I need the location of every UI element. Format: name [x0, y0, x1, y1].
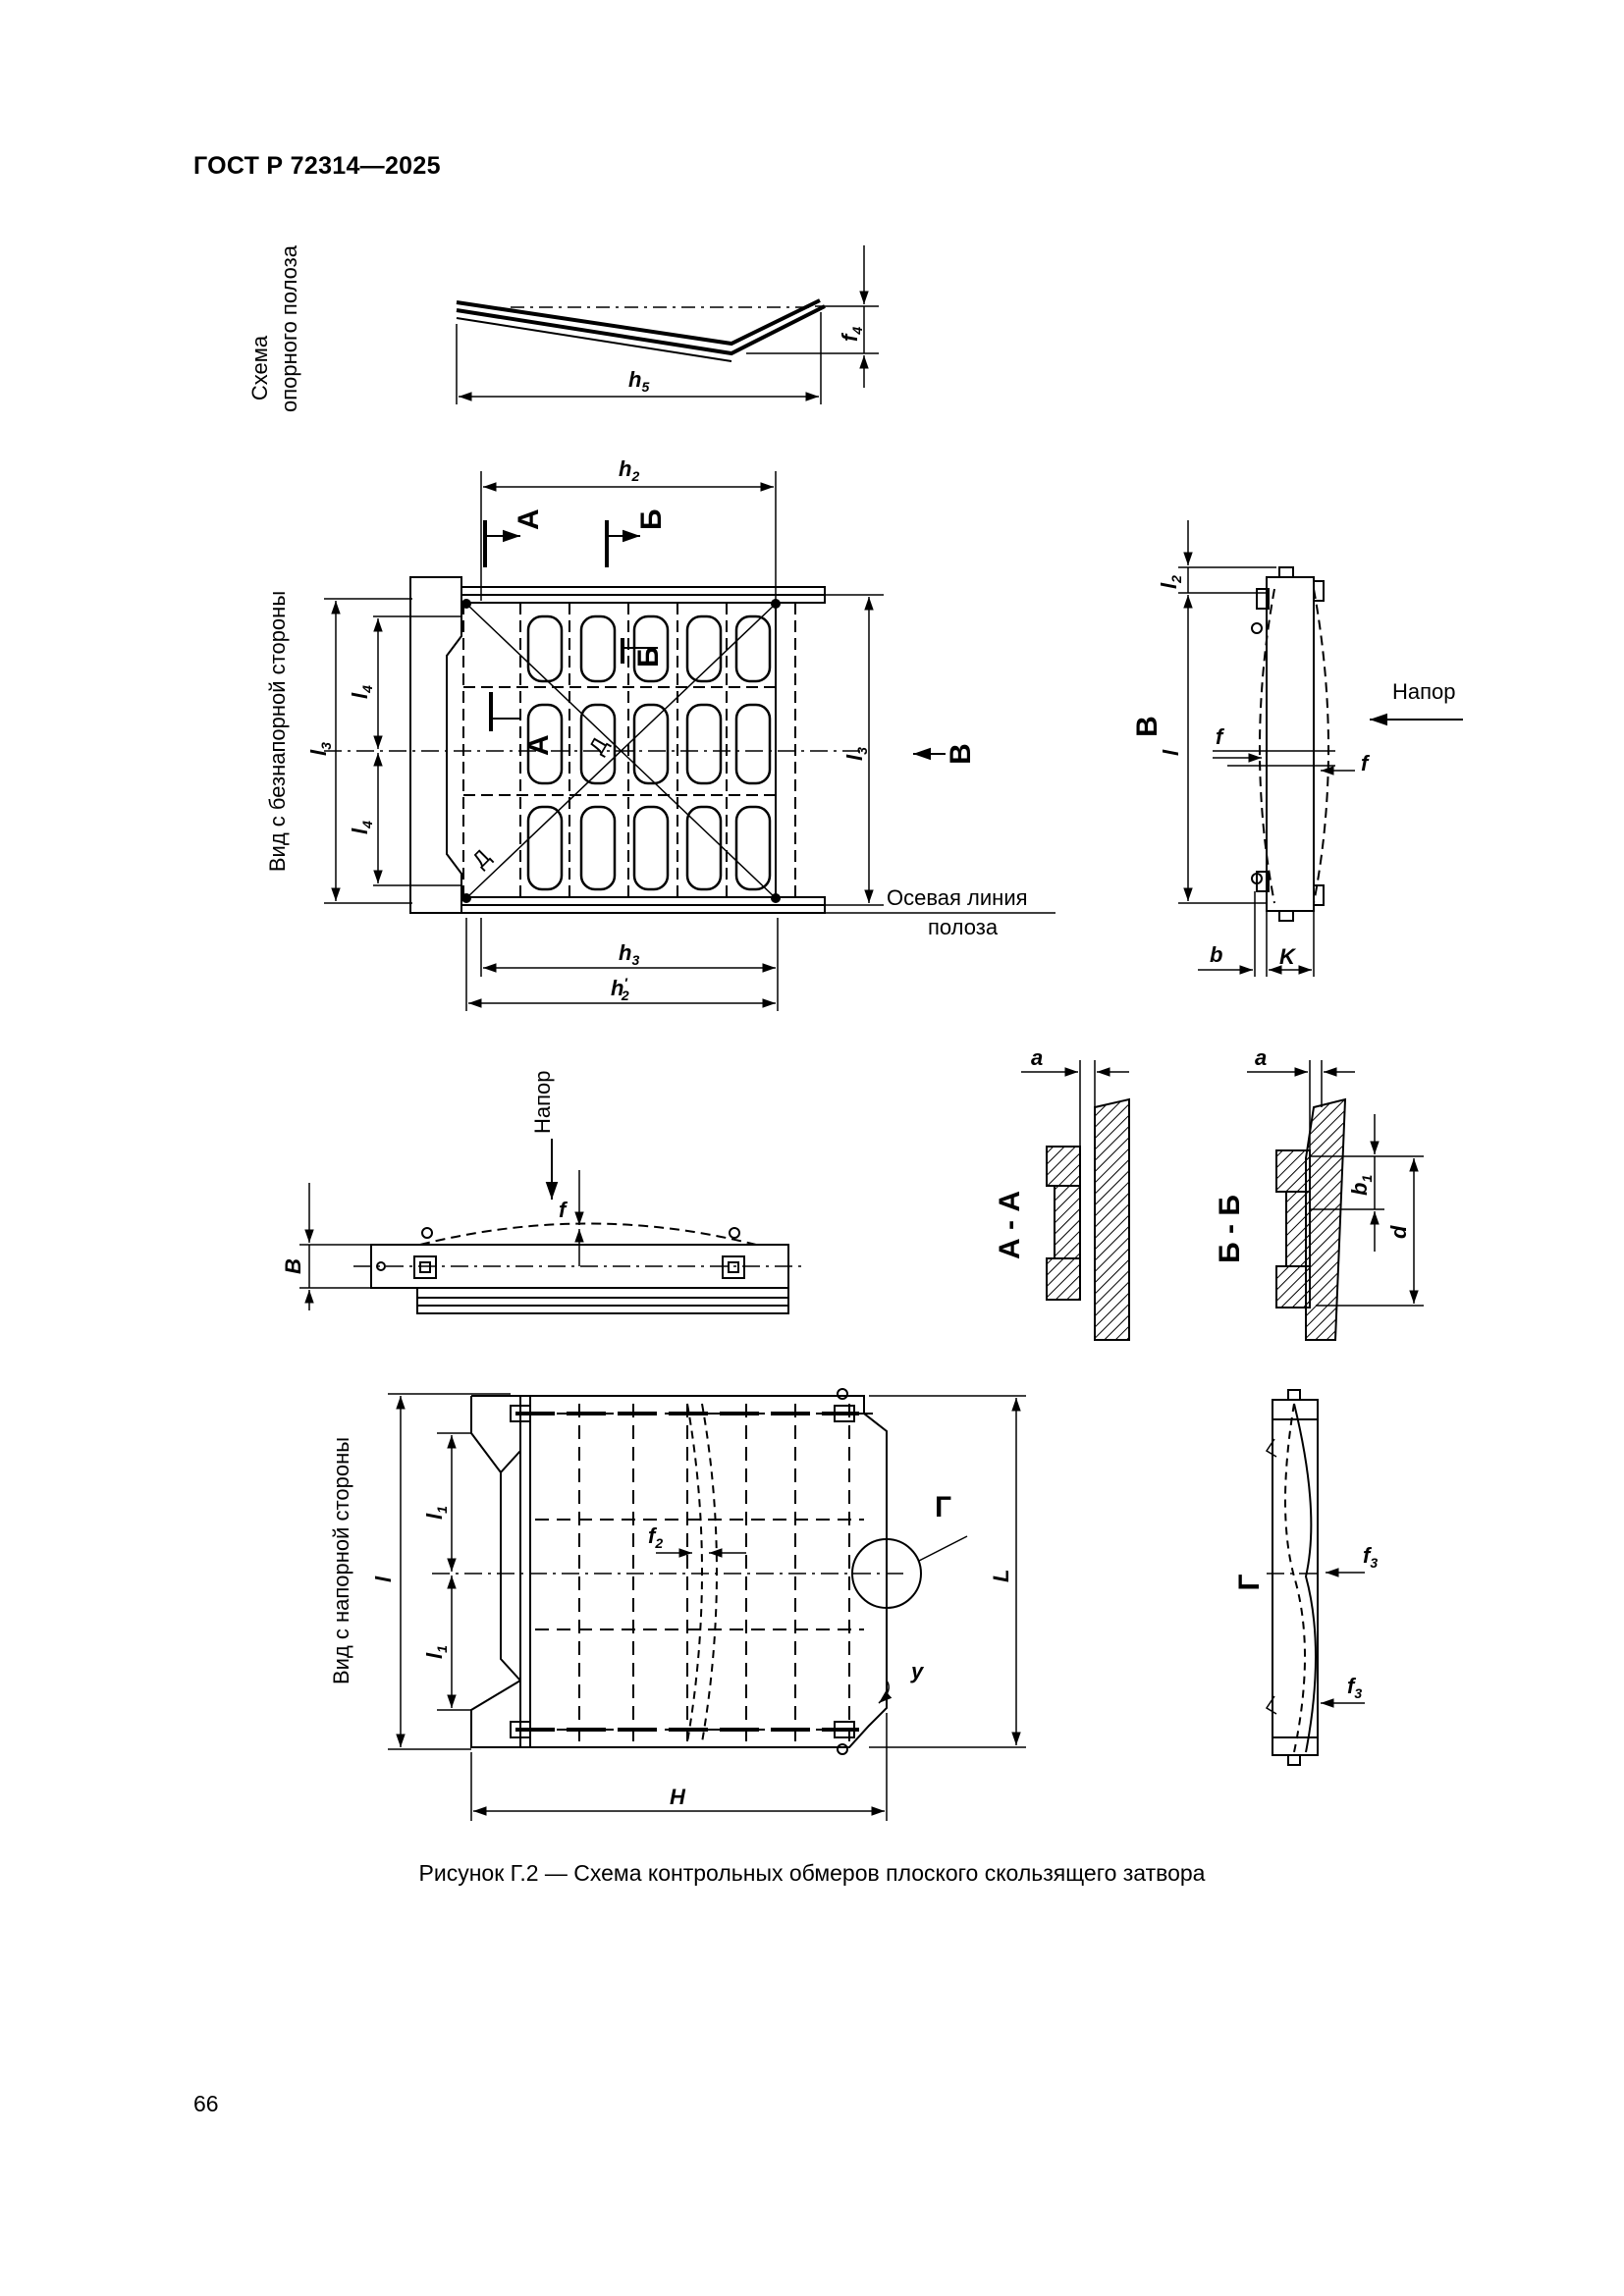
- dim-l-side: l: [1159, 749, 1183, 756]
- axis-label-line1: Осевая линия: [887, 885, 1028, 910]
- dim-h5: h5: [628, 367, 649, 395]
- view-tailwater-title: Вид с безнапорной стороны: [265, 591, 290, 872]
- dim-L: L: [989, 1570, 1013, 1582]
- dim-h3: h3: [619, 940, 639, 968]
- dim-a-aa: a: [1031, 1045, 1043, 1070]
- dim-f-left: f: [1216, 724, 1225, 749]
- view-mark-v: В: [945, 743, 977, 765]
- dim-l3-left: l3: [306, 742, 334, 756]
- section-bb-label: Б - Б: [1214, 1195, 1246, 1263]
- dim-l2: l2: [1157, 575, 1184, 589]
- view-headwater-title: Вид с напорной стороны: [329, 1437, 353, 1684]
- pressure-label-plan: Напор: [530, 1070, 555, 1134]
- section-bb: [1247, 1060, 1424, 1341]
- detail-mark-g: Г: [935, 1491, 951, 1523]
- side-view-v: [1178, 520, 1463, 977]
- dim-y: y: [910, 1659, 925, 1683]
- dim-h2-prime: h′2: [611, 975, 629, 1003]
- dim-f-right: f: [1361, 751, 1371, 775]
- dim-l-headwater: l: [371, 1575, 396, 1582]
- diagonal-mark-d-upper: Д: [584, 733, 613, 758]
- dim-l3-right: l3: [842, 747, 870, 761]
- figure-caption: Рисунок Г.2 — Схема контрольных обмеров …: [418, 1860, 1206, 1886]
- section-aa: [1021, 1060, 1130, 1341]
- section-aa-label: А - А: [994, 1191, 1026, 1259]
- dim-d: d: [1386, 1225, 1411, 1239]
- headwater-view: [388, 1388, 1026, 1821]
- dim-f2: f2: [648, 1523, 663, 1551]
- dim-b: b: [1210, 942, 1222, 967]
- axis-label-line2: полоза: [928, 915, 999, 939]
- plan-view: [299, 1139, 805, 1314]
- dim-B-plan: B: [281, 1258, 305, 1274]
- support-scheme-title-line1: Схема: [247, 335, 272, 400]
- dim-l1-upper: l1: [422, 1506, 450, 1520]
- dim-H: H: [670, 1785, 686, 1809]
- dim-l4-upper: l4: [348, 685, 375, 699]
- document-header: ГОСТ Р 72314—2025: [193, 152, 441, 180]
- dim-h2: h2: [619, 456, 639, 484]
- section-mark-b-top: Б: [635, 508, 668, 530]
- dim-f4: f4: [838, 327, 865, 342]
- dim-K: K: [1279, 944, 1297, 969]
- dim-f3-lower: f3: [1347, 1674, 1362, 1701]
- section-mark-a-inner: А: [522, 734, 555, 756]
- dim-f-plan: f: [559, 1198, 568, 1222]
- section-mark-a-top: А: [513, 508, 545, 530]
- section-mark-b-inner: Б: [632, 646, 665, 667]
- dim-b1: b1: [1347, 1175, 1375, 1196]
- view-mark-v-side: В: [1131, 716, 1164, 737]
- dim-l1-lower: l1: [422, 1645, 450, 1659]
- tailwater-view: [324, 471, 1056, 1011]
- pressure-label-right: Напор: [1392, 679, 1456, 704]
- diagonal-mark-d: Д: [467, 844, 495, 872]
- dim-a-bb: a: [1255, 1045, 1267, 1070]
- support-scheme-title-line2: опорного полоза: [277, 244, 301, 412]
- page-number: 66: [193, 2091, 219, 2116]
- detail-g-label: Г: [1233, 1574, 1266, 1590]
- support-runner-scheme: Схема опорного полоза: [247, 244, 879, 412]
- dim-l4-lower: l4: [348, 821, 375, 834]
- detail-g: [1265, 1389, 1365, 1766]
- dim-f3-upper: f3: [1363, 1543, 1378, 1571]
